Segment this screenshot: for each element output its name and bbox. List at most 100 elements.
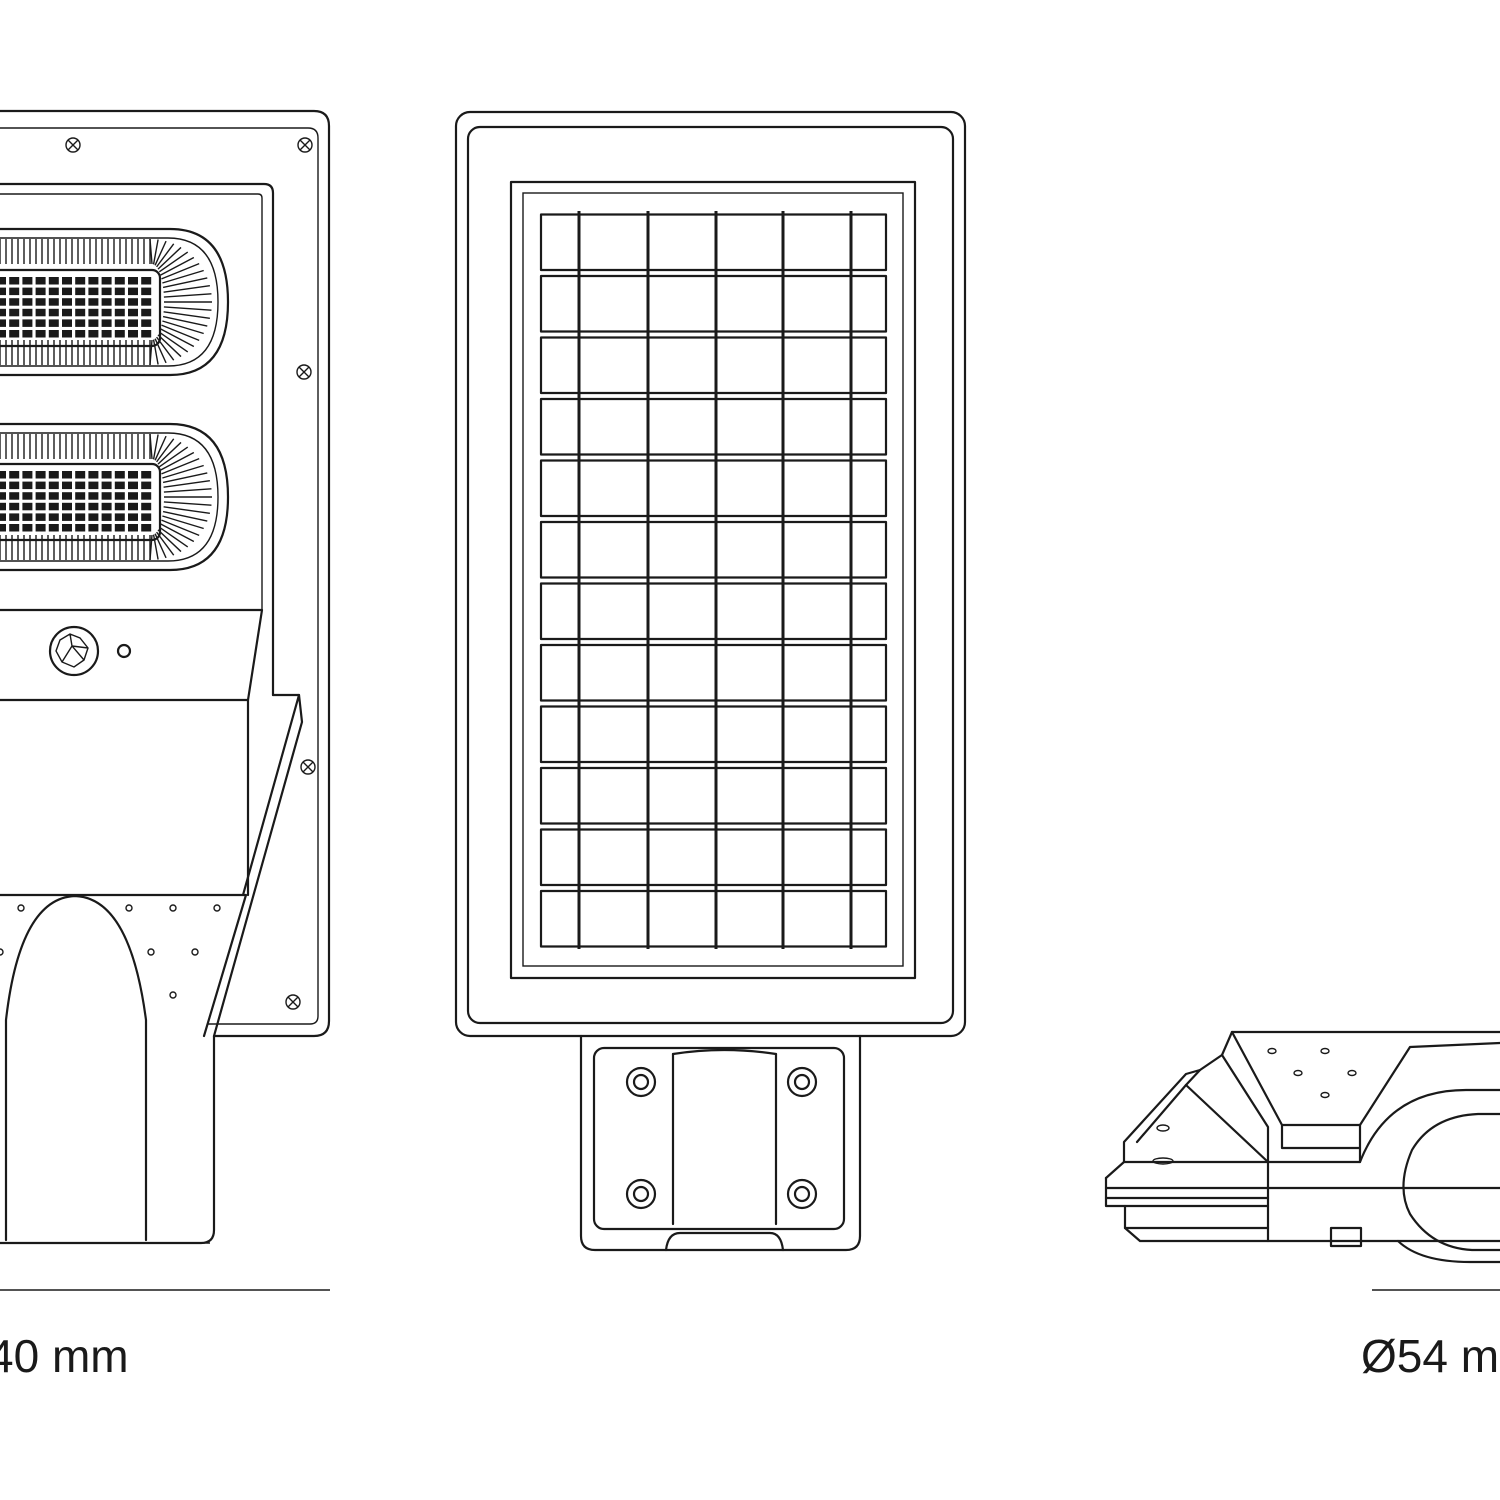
led-chip xyxy=(114,492,125,500)
led-chip xyxy=(141,524,152,532)
led-chip xyxy=(22,298,33,306)
led-chip xyxy=(48,471,59,479)
solar-cell-row xyxy=(539,397,888,456)
led-chip xyxy=(48,524,59,532)
led-chip xyxy=(75,298,86,306)
led-chip xyxy=(22,308,33,317)
led-chip xyxy=(101,298,112,306)
led-chip xyxy=(128,330,138,338)
screw-icon xyxy=(65,137,81,153)
led-chip xyxy=(101,319,112,327)
solar-cell-grid xyxy=(539,211,888,949)
led-chip xyxy=(35,502,46,511)
led-chip xyxy=(9,471,20,479)
led-chip xyxy=(62,330,72,338)
led-chip xyxy=(35,308,46,317)
led-chip xyxy=(48,502,59,511)
led-chip xyxy=(128,277,138,285)
led-chip xyxy=(0,492,6,500)
vent-holes xyxy=(0,904,221,999)
led-chip xyxy=(75,492,86,500)
led-chip xyxy=(114,471,125,479)
led-chip xyxy=(9,298,20,306)
led-chip xyxy=(35,277,46,285)
led-chip xyxy=(35,471,46,479)
led-chip xyxy=(128,492,138,500)
led-chip xyxy=(101,524,112,532)
led-chip xyxy=(101,492,112,500)
led-chip xyxy=(128,298,138,306)
led-chip xyxy=(88,481,99,490)
led-chip xyxy=(62,502,72,511)
screw-icon xyxy=(285,994,301,1010)
led-chip xyxy=(9,277,20,285)
led-chip xyxy=(141,330,152,338)
led-chip xyxy=(0,481,6,490)
led-chip xyxy=(62,287,72,296)
led-chip xyxy=(9,513,20,521)
led-chip xyxy=(101,513,112,521)
led-chip xyxy=(0,319,6,327)
led-chip xyxy=(62,481,72,490)
led-chip xyxy=(114,308,125,317)
led-chip xyxy=(88,298,99,306)
mounting-bracket xyxy=(579,1034,862,1252)
led-chip xyxy=(48,298,59,306)
led-chip xyxy=(114,319,125,327)
led-chip xyxy=(48,513,59,521)
led-chip xyxy=(114,298,125,306)
screw-icon xyxy=(297,137,313,153)
led-chip xyxy=(35,492,46,500)
led-chip xyxy=(9,524,20,532)
led-chip xyxy=(141,502,152,511)
led-chip xyxy=(22,524,33,532)
led-chip xyxy=(141,492,152,500)
bolt-icon xyxy=(786,1178,818,1210)
led-module-top xyxy=(0,227,230,377)
led-chip xyxy=(114,513,125,521)
led-chip xyxy=(35,330,46,338)
led-chip xyxy=(22,277,33,285)
bolt-icon xyxy=(786,1066,818,1098)
led-chip xyxy=(101,277,112,285)
led-chip xyxy=(22,513,33,521)
front-view-led-lamp xyxy=(0,109,331,1291)
led-chip xyxy=(22,330,33,338)
led-chip xyxy=(75,319,86,327)
led-chip xyxy=(48,481,59,490)
led-chip xyxy=(101,287,112,296)
led-chip xyxy=(48,319,59,327)
led-chip xyxy=(48,277,59,285)
led-chip xyxy=(128,308,138,317)
led-chip xyxy=(9,308,20,317)
led-chip xyxy=(88,502,99,511)
led-chip xyxy=(128,319,138,327)
led-chip xyxy=(75,287,86,296)
led-chip xyxy=(62,524,72,532)
led-chip xyxy=(141,471,152,479)
led-chip xyxy=(62,298,72,306)
led-chip xyxy=(128,287,138,296)
led-chip xyxy=(75,330,86,338)
motion-sensor-icon xyxy=(48,625,100,677)
led-chip xyxy=(128,524,138,532)
led-chip xyxy=(128,502,138,511)
led-chip xyxy=(75,481,86,490)
diameter-dimension-label: Ø54 m xyxy=(1361,1330,1500,1382)
led-chip xyxy=(48,492,59,500)
led-chip xyxy=(9,330,20,338)
solar-cell-row xyxy=(539,213,888,272)
side-view-pole-mount xyxy=(1104,1030,1500,1291)
solar-cell-row xyxy=(539,766,888,825)
led-chip xyxy=(62,471,72,479)
solar-cell-row xyxy=(539,274,888,333)
led-chip xyxy=(88,513,99,521)
led-chip xyxy=(88,287,99,296)
led-chip xyxy=(9,287,20,296)
led-chip xyxy=(114,287,125,296)
led-chip xyxy=(0,298,6,306)
led-chip xyxy=(22,502,33,511)
led-chip xyxy=(9,502,20,511)
led-chip xyxy=(75,308,86,317)
led-chip xyxy=(9,319,20,327)
